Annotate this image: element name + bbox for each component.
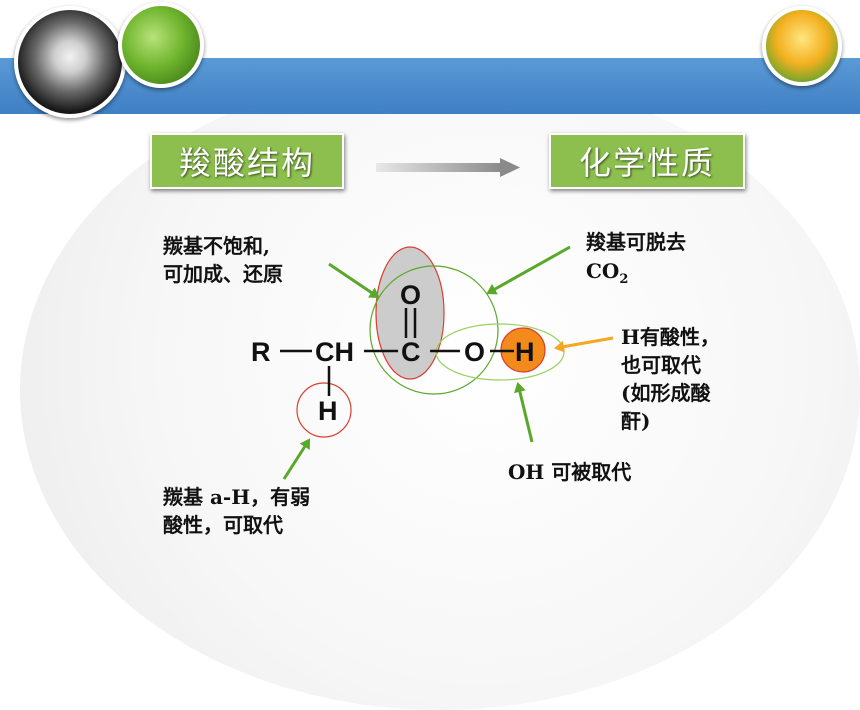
leaf-photo-icon [118,2,204,88]
arrow-alpha-h [282,438,311,480]
note-co2: CO2 [586,259,629,287]
carbonyl-highlight [375,246,445,380]
arrow-carbonyl [328,262,380,299]
atom-ch: CH [315,337,354,367]
dandelion-photo-icon [14,6,126,118]
arrow-oh [514,382,534,443]
atom-r: R [251,337,271,367]
title-structure: 羧酸结构 [150,133,344,189]
atom-c: C [401,337,421,367]
atom-h-alpha: H [318,396,338,426]
atom-o-carbonyl: O [400,280,422,310]
note-alpha-h: 羰基 a-H，有弱 酸性，可取代 [163,485,311,537]
atom-o-hydroxyl: O [464,337,486,367]
note-decarboxylate: 羧基可脱去 [586,230,686,254]
arrow-acidic-h [554,336,614,353]
carboxyl-circle [369,265,499,395]
process-arrow [376,158,520,177]
tulip-photo-icon [762,6,842,86]
atom-h-acidic: H [515,337,535,367]
note-acidic-h: H有酸性， 也可取代 (如形成酸 酐) [621,325,720,433]
structure-diagram [280,158,614,480]
title-properties: 化学性质 [549,133,745,189]
note-oh: OH 可被取代 [508,460,632,484]
arrow-decarboxyl [486,245,571,295]
bonds [280,308,514,396]
note-carbonyl: 羰基不饱和, 可加成、还原 [163,234,283,286]
alpha-h-circle [296,382,352,438]
